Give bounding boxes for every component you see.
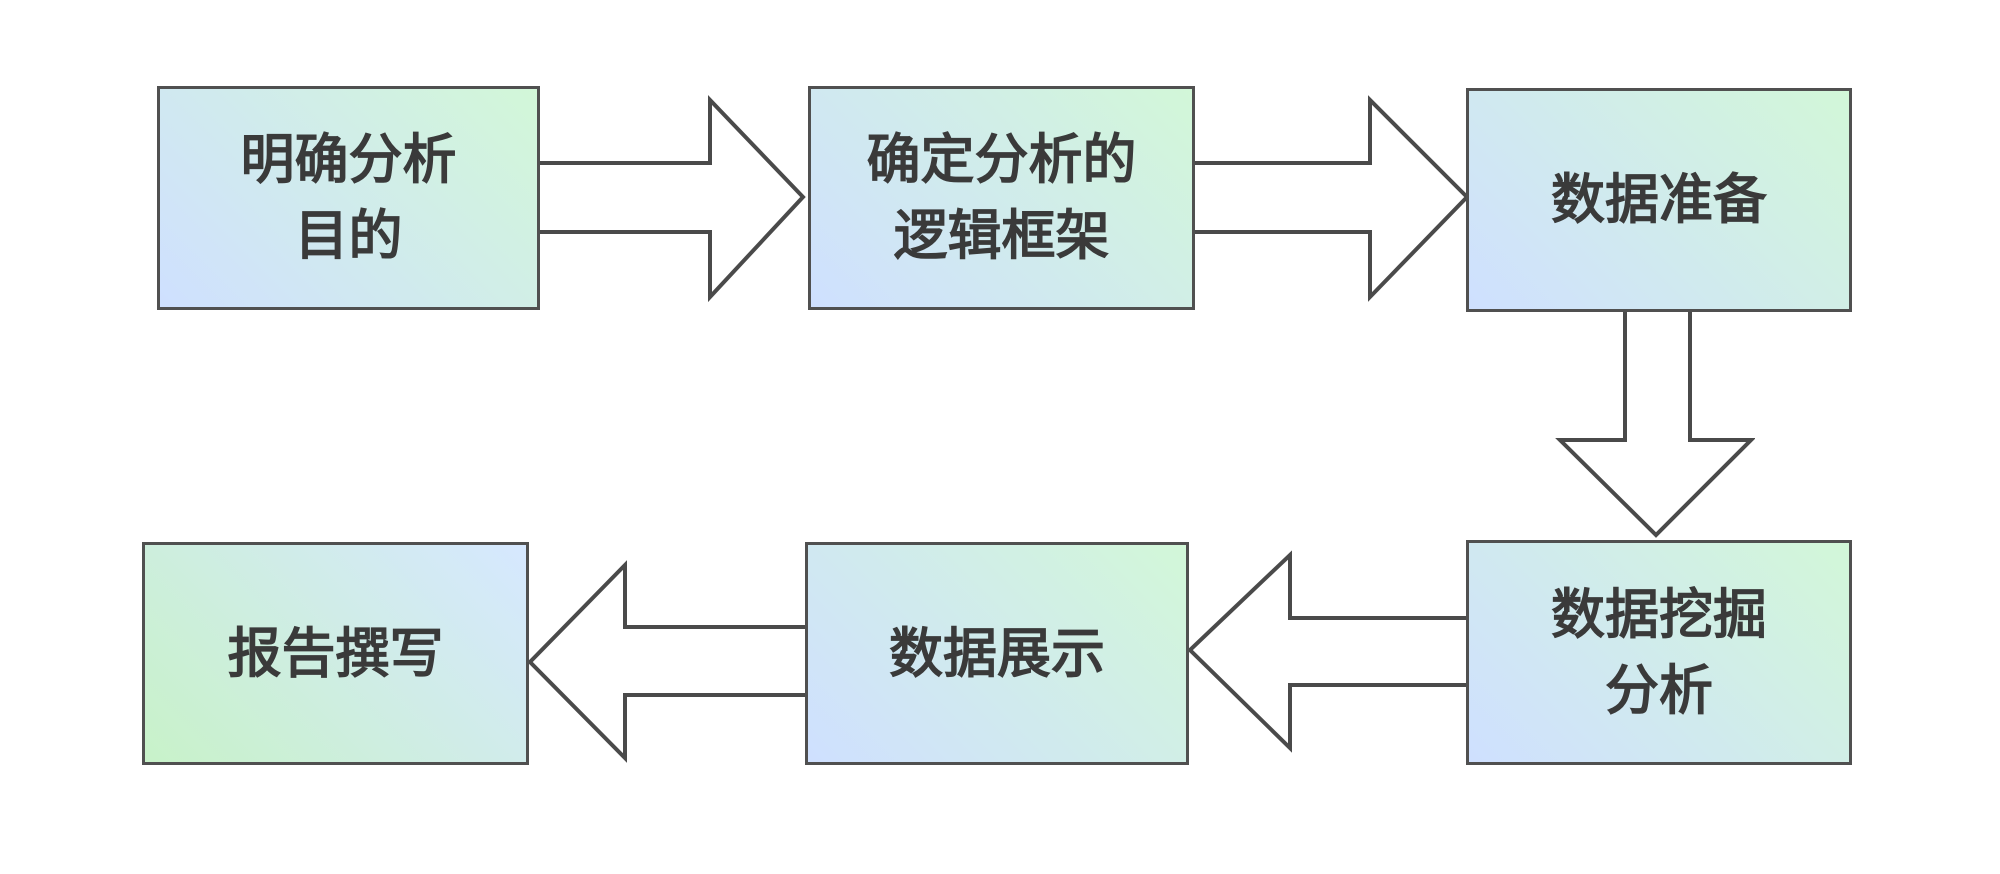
step-define-goal: 明确分析 目的 [157,86,540,310]
arrow-right-1 [536,95,806,303]
step-data-mining: 数据挖掘 分析 [1466,540,1852,765]
step-data-presentation: 数据展示 [805,542,1189,765]
arrow-left-2 [1187,550,1474,753]
step-logic-framework: 确定分析的 逻辑框架 [808,86,1195,310]
arrow-left-1 [527,560,809,763]
arrow-right-2 [1191,95,1470,302]
arrow-down [1555,306,1755,538]
step-report-writing: 报告撰写 [142,542,529,765]
step-data-preparation: 数据准备 [1466,88,1852,312]
